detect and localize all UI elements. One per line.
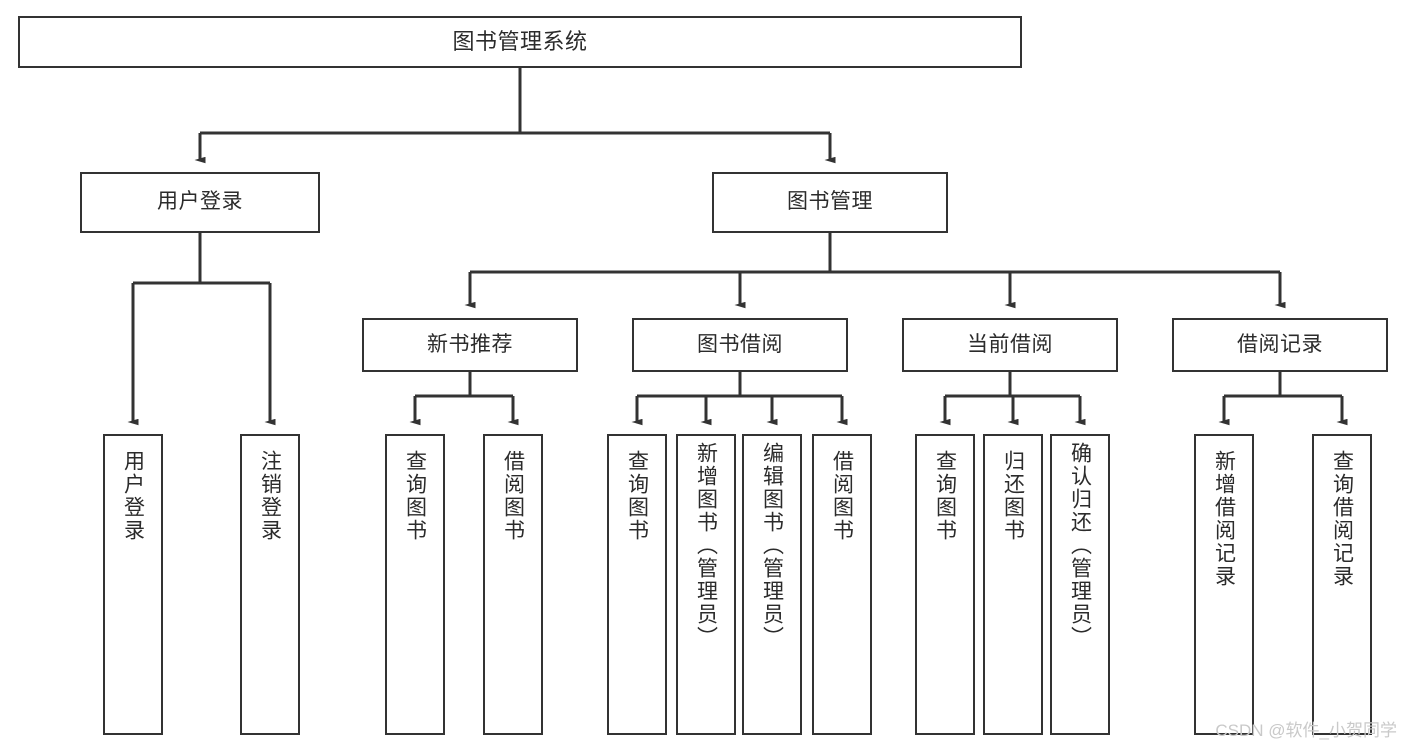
node-label: 编辑图书（管理员） [760, 442, 784, 649]
node-label: 新增图书（管理员） [694, 442, 718, 649]
node-label: 新增借阅记录 [1212, 450, 1236, 588]
node-label: 确认归还（管理员） [1068, 442, 1092, 649]
node-root-book-management-system[interactable]: 图书管理系统 [18, 16, 1022, 68]
leaf-return-book[interactable]: 归还图书 [983, 434, 1043, 735]
node-label: 用户登录 [157, 190, 243, 214]
leaf-query-book-borrow[interactable]: 查询图书 [607, 434, 667, 735]
leaf-edit-book-admin[interactable]: 编辑图书（管理员） [742, 434, 802, 735]
node-user-login[interactable]: 用户登录 [80, 172, 320, 233]
node-label: 借阅记录 [1237, 332, 1323, 356]
node-label: 当前借阅 [967, 332, 1053, 356]
node-label: 借阅图书 [830, 450, 854, 542]
node-label: 查询图书 [403, 450, 427, 542]
node-book-management[interactable]: 图书管理 [712, 172, 948, 233]
leaf-add-borrow-record[interactable]: 新增借阅记录 [1194, 434, 1254, 735]
node-label: 注销登录 [258, 450, 282, 542]
leaf-add-book-admin[interactable]: 新增图书（管理员） [676, 434, 736, 735]
node-borrow-record[interactable]: 借阅记录 [1172, 318, 1388, 372]
node-label: 用户登录 [121, 450, 145, 542]
node-new-book-recommend[interactable]: 新书推荐 [362, 318, 578, 372]
leaf-query-borrow-record[interactable]: 查询借阅记录 [1312, 434, 1372, 735]
node-label: 查询图书 [625, 450, 649, 542]
leaf-user-logout[interactable]: 注销登录 [240, 434, 300, 735]
leaf-confirm-return-admin[interactable]: 确认归还（管理员） [1050, 434, 1110, 735]
leaf-user-login[interactable]: 用户登录 [103, 434, 163, 735]
node-label: 新书推荐 [427, 332, 513, 356]
node-current-borrow[interactable]: 当前借阅 [902, 318, 1118, 372]
node-book-borrow[interactable]: 图书借阅 [632, 318, 848, 372]
leaf-borrow-book[interactable]: 借阅图书 [812, 434, 872, 735]
leaf-borrow-book-recommend[interactable]: 借阅图书 [483, 434, 543, 735]
node-label: 图书借阅 [697, 332, 783, 356]
watermark-text: CSDN @软件_小贺同学 [1215, 721, 1397, 740]
node-label: 查询图书 [933, 450, 957, 542]
leaf-query-book-recommend[interactable]: 查询图书 [385, 434, 445, 735]
node-label: 归还图书 [1001, 450, 1025, 542]
node-label: 图书管理系统 [452, 29, 588, 55]
node-label: 查询借阅记录 [1330, 450, 1354, 588]
node-label: 图书管理 [787, 190, 873, 214]
node-label: 借阅图书 [501, 450, 525, 542]
leaf-query-book-current[interactable]: 查询图书 [915, 434, 975, 735]
